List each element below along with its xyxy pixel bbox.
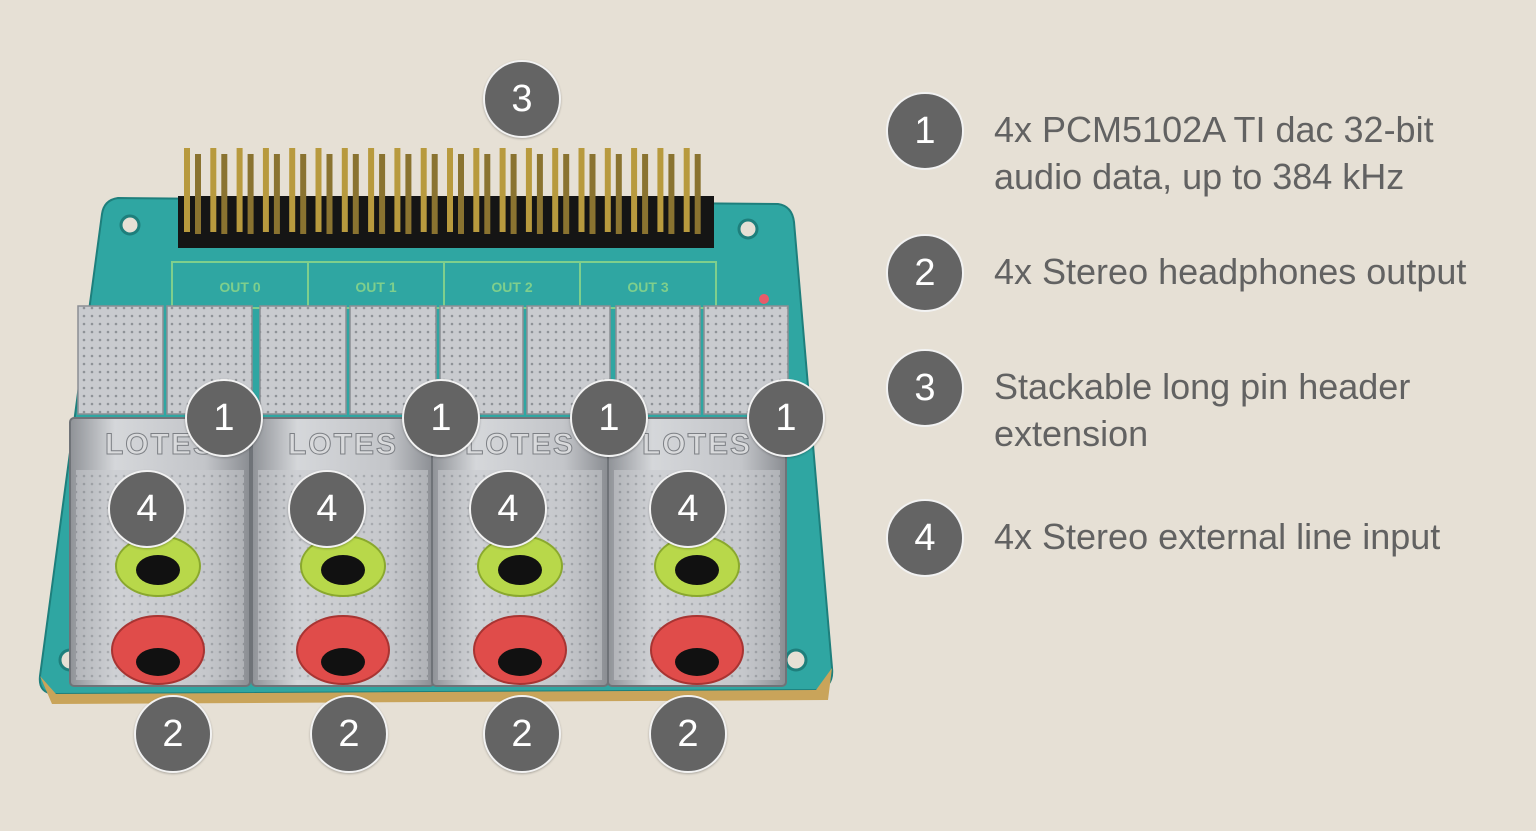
legend-text: 4x PCM5102A TI dac 32-bit audio data, up… xyxy=(994,109,1434,197)
header-pin xyxy=(368,148,375,232)
header-pin xyxy=(341,148,348,232)
header-pin xyxy=(642,154,649,234)
line-in-marker: 4 xyxy=(469,470,547,548)
line-in-jack-hole xyxy=(136,555,180,585)
header-pin xyxy=(447,148,453,232)
headphone-jack-hole xyxy=(321,648,365,676)
mount-hole xyxy=(58,648,82,672)
headphones-marker: 2 xyxy=(483,695,561,773)
shield-brand: LOTES xyxy=(288,428,398,461)
header-pin xyxy=(657,148,664,232)
headphone-jack-hole xyxy=(498,648,542,676)
jack-housing xyxy=(251,417,435,687)
silkscreen-label: OUT 3 xyxy=(627,279,668,295)
header-pin xyxy=(221,154,228,234)
header-pin xyxy=(615,154,622,234)
mount-hole xyxy=(784,648,808,672)
mount-hole xyxy=(737,218,759,240)
headphone-jack xyxy=(650,615,744,685)
dac-marker: 1 xyxy=(570,379,648,457)
shield-brand: LOTES xyxy=(465,428,575,461)
silkscreen-label: OUT 2 xyxy=(491,279,532,295)
legend-text: Stackable long pin header extension xyxy=(994,366,1411,454)
pin-header xyxy=(178,148,714,248)
dac-shield xyxy=(77,305,164,415)
header-pin xyxy=(394,148,401,232)
silkscreen-label: OUT 0 xyxy=(219,279,260,295)
status-led xyxy=(759,294,769,304)
header-pin xyxy=(273,154,280,234)
header-pin xyxy=(420,148,427,232)
header-pin xyxy=(694,154,701,234)
headphone-jack-hole xyxy=(136,648,180,676)
header-pin xyxy=(552,148,559,232)
line-in-jack-hole xyxy=(498,555,542,585)
header-pin xyxy=(315,148,322,232)
jack-housing xyxy=(607,417,787,687)
header-pin xyxy=(578,148,585,232)
header-pin xyxy=(499,148,506,232)
line-in-marker: 4 xyxy=(288,470,366,548)
header-pin xyxy=(247,154,254,234)
header-pin xyxy=(683,148,690,232)
legend-text: 4x Stereo headphones output xyxy=(994,251,1467,292)
jack-housing xyxy=(431,417,609,687)
header-pin xyxy=(405,154,412,234)
headphone-jack xyxy=(296,615,390,685)
header-pin xyxy=(289,148,296,232)
header-marker: 3 xyxy=(483,60,561,138)
legend-badge: 4 xyxy=(886,499,964,577)
headphones-marker: 2 xyxy=(649,695,727,773)
header-pin xyxy=(262,148,269,232)
headphone-jack xyxy=(473,615,567,685)
header-pin xyxy=(473,148,480,232)
dac-shield xyxy=(259,305,347,415)
header-pin xyxy=(326,154,333,234)
header-pin xyxy=(668,154,675,234)
header-pin xyxy=(184,148,190,232)
header-pin xyxy=(589,154,596,234)
headphone-jack-hole xyxy=(675,648,719,676)
line-in-jack-hole xyxy=(321,555,365,585)
headphone-jack xyxy=(111,615,205,685)
header-pin xyxy=(300,154,307,234)
shield-brand: LOTES xyxy=(642,428,752,461)
header-pin xyxy=(352,154,359,234)
legend-text: 4x Stereo external line input xyxy=(994,516,1441,557)
header-pin xyxy=(563,154,570,234)
line-in-marker: 4 xyxy=(108,470,186,548)
header-pin xyxy=(195,154,201,234)
header-pin xyxy=(510,154,517,234)
header-pin xyxy=(210,148,217,232)
header-pin xyxy=(236,148,243,232)
header-pin xyxy=(484,154,491,234)
header-pin xyxy=(431,154,438,234)
header-pin xyxy=(379,154,386,234)
jack-housing xyxy=(69,417,251,687)
mount-hole xyxy=(119,214,141,236)
dac-marker: 1 xyxy=(402,379,480,457)
header-pin xyxy=(631,148,638,232)
header-pin xyxy=(604,148,611,232)
header-pin xyxy=(536,154,543,234)
legend-badge: 3 xyxy=(886,349,964,427)
headphones-marker: 2 xyxy=(310,695,388,773)
dac-marker: 1 xyxy=(185,379,263,457)
legend-badge: 2 xyxy=(886,234,964,312)
line-in-marker: 4 xyxy=(649,470,727,548)
line-in-jack-hole xyxy=(675,555,719,585)
header-pin xyxy=(525,148,532,232)
legend-badge: 1 xyxy=(886,92,964,170)
dac-marker: 1 xyxy=(747,379,825,457)
pin-header-base xyxy=(178,196,714,248)
header-pin xyxy=(458,154,464,234)
silkscreen-frame xyxy=(171,261,717,309)
headphones-marker: 2 xyxy=(134,695,212,773)
silkscreen-label: OUT 1 xyxy=(355,279,396,295)
